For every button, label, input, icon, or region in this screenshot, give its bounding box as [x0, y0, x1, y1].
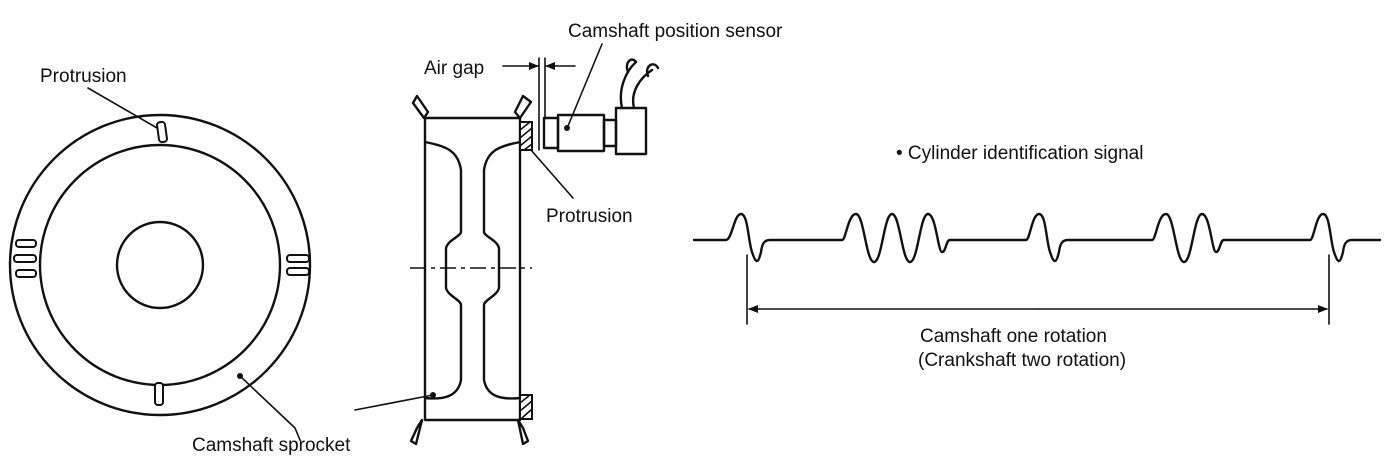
sensor-cable	[619, 60, 654, 110]
signal-waveform	[692, 212, 1382, 264]
protrusion-bottom	[154, 382, 164, 406]
signal-title: • Cylinder identification signal	[896, 143, 1143, 164]
protrusion-label: Protrusion	[40, 66, 127, 87]
tooth-bottom-right	[516, 418, 530, 446]
sprocket-label: Camshaft sprocket	[192, 435, 351, 456]
rotation-label-1: Camshaft one rotation	[920, 326, 1107, 347]
sensor-body	[556, 113, 606, 153]
protrusion-left-3	[15, 269, 37, 278]
sensor-collar	[602, 118, 618, 148]
sensor-label: Camshaft position sensor	[568, 21, 783, 42]
side-protrusion-bottom	[519, 394, 533, 420]
protrusion-left-2	[13, 254, 37, 263]
sensor-tip	[542, 116, 560, 150]
sensor-dot	[564, 125, 570, 131]
side-sprocket-leader	[354, 394, 434, 411]
sensor-cable-loop	[625, 58, 660, 78]
protrusion-right-1	[286, 254, 310, 263]
tooth-bottom-left	[409, 418, 424, 446]
side-protrusion-leader	[530, 149, 574, 199]
side-protrusion-top	[519, 121, 533, 151]
sprocket-inner-ring	[38, 143, 282, 387]
air-gap-label: Air gap	[424, 58, 484, 79]
sprocket-section-outline	[423, 116, 522, 422]
tooth-top-left	[411, 94, 430, 120]
protrusion-left-1	[15, 239, 37, 248]
sprocket-outer-rim	[8, 113, 312, 417]
protrusion-leader	[87, 87, 158, 129]
signal-waveform-panel: • Cylinder identification signal Camshaf…	[692, 143, 1382, 371]
tooth-top-right	[513, 94, 533, 120]
sensor-leader	[567, 43, 603, 127]
sprocket-side-view: Air gap Camshaft position sensor Protrus…	[354, 21, 783, 446]
protrusion-right-2	[286, 267, 310, 276]
rotation-label-2: (Crankshaft two rotation)	[918, 350, 1126, 371]
camshaft-position-sensor	[542, 58, 660, 156]
side-protrusion-label: Protrusion	[546, 206, 633, 227]
protrusion-top	[156, 120, 168, 144]
sprocket-leader	[239, 375, 301, 441]
sprocket-hub	[115, 220, 205, 310]
sensor-connector	[614, 106, 648, 156]
sprocket-front-view: Protrusion Camshaft sprocket	[8, 66, 351, 456]
